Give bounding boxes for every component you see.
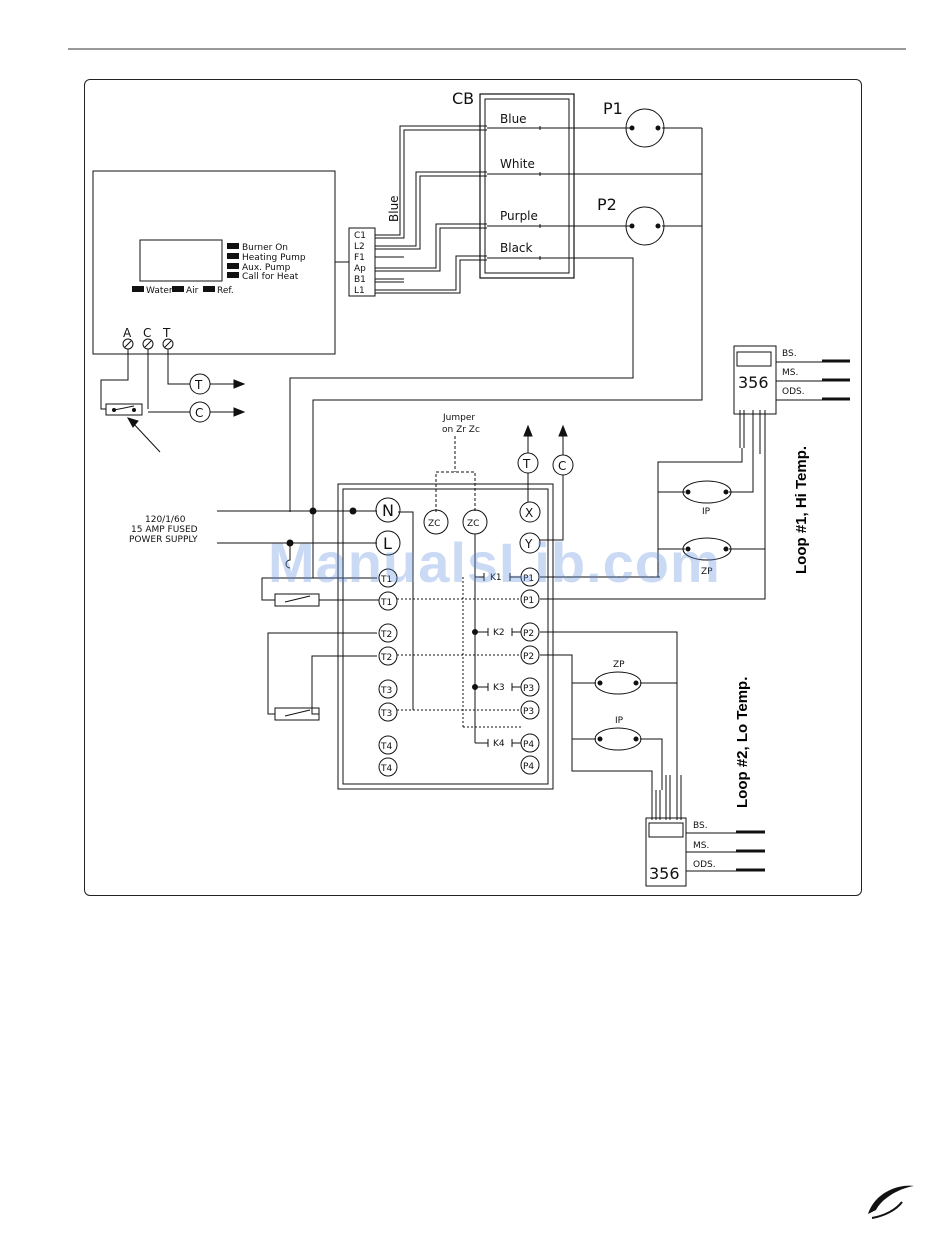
loop1-ip: IP [702,507,711,517]
page-rule [68,48,906,50]
term-t2a: T2 [380,630,392,640]
term-l1: L1 [354,286,365,296]
term-t2b: T2 [380,653,392,663]
term-t1a: T1 [380,575,392,585]
term-y: Y [524,537,533,551]
loop1-controller: 356 BS. MS. ODS. [733,345,850,415]
legend-ref: Ref. [217,286,234,296]
tstat-c: C [143,326,151,340]
watermark: ManualsLib.com [268,531,721,594]
jumper-label-1: Jumper [442,413,475,423]
loop1-model: 356 [738,373,769,392]
loop2-zp: ZP [613,660,625,670]
term-t4b: T4 [380,764,392,774]
term-n: N [382,501,394,520]
power-line-3: POWER SUPPLY [129,535,198,545]
tstat-a: A [123,326,132,340]
cb-wire-blue: Blue [500,112,527,126]
zone-thermostats [261,577,379,721]
loop2-ods: ODS. [693,860,716,870]
loop1-zp: ZP [701,567,713,577]
legend-aux-pump: Aux. Pump [242,263,291,273]
zone-t-symbol: T [522,457,531,471]
legend-heating-pump: Heating Pump [242,253,306,263]
zone-module [337,483,554,790]
zone-c-symbol: C [558,459,566,473]
loop2-wiring: ZP IP [540,631,682,820]
panel-t-symbol: T [194,378,203,392]
tstat-terminals: A C T [100,326,190,453]
legend-call-for-heat: Call for Heat [242,272,299,282]
term-t1b: T1 [380,598,392,608]
loop2-ms: MS. [693,841,709,851]
cb-junction-box: CB Blue White Purple Black [452,89,575,279]
term-zc-2: ZC [467,519,479,529]
term-l: L [383,534,392,553]
strip-to-cb-wires: Blue [375,125,487,294]
term-t3a: T3 [380,686,392,696]
pump-p1-label: P1 [603,99,623,118]
term-c1: C1 [354,231,366,241]
term-zc-1: ZC [428,519,440,529]
loop1-wiring: IP ZP [540,410,766,600]
term-p1b: P1 [523,596,534,606]
blue-wire-label: Blue [387,195,401,222]
cb-wire-black: Black [500,241,533,255]
term-p2b: P2 [523,652,534,662]
relays: K1 K2 K3 K4 [397,511,521,749]
loop2-controller: 356 BS. MS. ODS. [645,817,765,887]
relay-k3: K3 [493,683,505,693]
tstat-t: T [162,326,171,340]
term-p4a: P4 [523,740,534,750]
term-f1: F1 [354,253,365,263]
panel-c-symbol: C [195,406,203,420]
term-p3a: P3 [523,684,534,694]
legend-water: Water [146,286,173,296]
cb-wire-purple: Purple [500,209,538,223]
term-l2: L2 [354,242,365,252]
brand-logo [868,1185,914,1219]
loop2-ip: IP [615,716,624,726]
legend-air: Air [186,286,199,296]
cb-label: CB [452,89,474,108]
control-panel: Burner On Heating Pump Aux. Pump Call fo… [92,170,336,355]
zone-tc-arrows: T C [517,424,574,541]
term-t4a: T4 [380,742,392,752]
jumper-label-2: on Zr Zc [442,425,480,435]
cb-wires [289,126,703,512]
term-b1: B1 [354,275,366,285]
pump-p2-label: P2 [597,195,617,214]
loop1-bs: BS. [782,349,797,359]
loop1-label: Loop #1, Hi Temp. [793,446,810,574]
loop2-bs: BS. [693,821,708,831]
term-x: X [525,506,533,520]
cb-wire-white: White [500,157,535,171]
power-line-1: 120/1/60 [145,515,186,525]
loop2-model: 356 [649,864,680,883]
term-ap: Ap [354,264,366,274]
relay-k1: K1 [490,573,502,583]
loop2-label: Loop #2, Lo Temp. [734,677,751,808]
jumper: Jumper on Zr Zc [435,413,480,512]
term-p1a: P1 [523,574,534,584]
control-terminal-strip: C1 L2 F1 Ap B1 L1 [335,227,376,297]
term-t3b: T3 [380,709,392,719]
panel-tc-symbols: T C [189,373,246,423]
term-p4b: P4 [523,762,534,772]
loop1-ods: ODS. [782,387,805,397]
term-p2a: P2 [523,629,534,639]
zone-left-terminals: N L T1 T1 T2 T2 T3 T3 T4 T4 [375,497,401,777]
legend-burner-on: Burner On [242,243,288,253]
loop1-ms: MS. [782,368,798,378]
relay-k2: K2 [493,628,505,638]
zone-right-terminals: X Y P1 P1 P2 P2 P3 P3 P4 P4 [519,501,541,775]
relay-k4: K4 [493,739,505,749]
pump-p2: P2 [597,195,665,246]
pump-p1: P1 [603,99,665,148]
term-p3b: P3 [523,707,534,717]
diagram-frame [84,79,862,896]
power-line-2: 15 AMP FUSED [131,525,198,535]
